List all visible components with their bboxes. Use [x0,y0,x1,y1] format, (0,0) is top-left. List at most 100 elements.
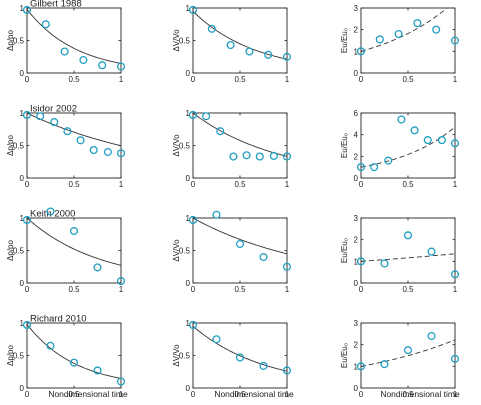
ytick-label-r1c1-1: 0.5 [179,142,191,151]
point-r1c0-6 [103,147,112,157]
ylabel-r2c2: Eu/Eu₀ [340,238,349,263]
point-r0c0-0 [22,5,32,14]
xtick-label-r0c2-1: 0.5 [402,75,414,84]
xtick-label-r0c2-0: 0 [359,75,364,84]
ylabel-r1c2: Eu/Eu₀ [340,133,349,158]
point-r1c0-7 [116,149,126,158]
xtick-label-r3c0-1: 0.5 [68,390,80,399]
point-r0c2-1 [375,35,384,44]
point-r3c0-4 [116,377,126,386]
ytick-label-r2c1-1: 0.5 [179,247,191,256]
ytick-label-r0c1-2: 1 [186,4,191,13]
ylabel-r2c1: ΔV/Vo [172,239,181,262]
xlabel-col1: Nondimensional time [214,389,294,399]
fit-curve-r0c2 [361,8,448,52]
xtick-label-r2c2-2: 1 [453,285,458,294]
xtick-label-r1c0-0: 0 [25,180,30,189]
ytick-label-r2c1-0: 0 [186,279,191,288]
xtick-label-r2c2-1: 0.5 [402,285,414,294]
xtick-label-r2c1-0: 0 [191,285,196,294]
ytick-label-r3c1-0: 0 [186,384,191,393]
xtick-label-r0c0-0: 0 [25,75,30,84]
ytick-label-r0c0-1: 0.5 [13,37,25,46]
ytick-label-r0c0-0: 0 [20,69,25,78]
point-r2c0-2 [69,226,79,236]
point-r3c1-0 [188,320,198,330]
point-r1c0-2 [50,118,59,127]
fit-curve-r2c1 [193,218,287,255]
xtick-label-r0c0-1: 0.5 [68,75,80,84]
xtick-label-r1c2-2: 1 [453,180,458,189]
point-r1c1-1 [202,112,211,121]
xtick-label-r1c0-1: 0.5 [68,180,80,189]
point-r1c2-2 [384,156,393,165]
ytick-label-r3c2-3: 3 [354,319,359,328]
point-r0c1-2 [226,40,235,50]
fit-curve-r0c0 [27,9,121,64]
panel-title-r3c0: Richard 2010 [30,314,87,325]
point-r1c0-5 [89,146,98,155]
point-r1c1-3 [229,152,238,161]
point-r3c2-2 [403,346,413,355]
ytick-label-r1c2-3: 6 [354,109,359,118]
point-r2c1-3 [259,252,268,262]
point-r1c0-0 [22,110,32,119]
ytick-label-r3c1-2: 1 [186,319,191,328]
point-r1c2-3 [397,115,406,124]
axes-box-r3c0 [26,322,122,389]
ytick-label-r3c2-0: 0 [354,384,359,393]
point-r1c1-6 [269,151,278,160]
point-r2c0-0 [22,215,32,225]
ytick-label-r3c0-1: 0.5 [13,352,25,361]
ylabel-r2c0: Δp/po [6,239,15,260]
point-r2c0-4 [116,276,126,286]
point-r2c1-0 [188,215,198,225]
ylabel-r0c1: ΔV/Vo [172,29,181,52]
fit-curve-r3c1 [193,325,287,372]
point-r2c1-1 [212,210,221,219]
ytick-label-r3c0-0: 0 [20,384,25,393]
point-r3c0-2 [69,358,79,367]
xtick-label-r0c1-2: 1 [285,75,290,84]
ytick-label-r2c2-1: 1 [354,257,359,266]
ytick-label-r0c2-1: 1 [354,47,359,56]
xtick-label-r2c2-0: 0 [359,285,364,294]
point-r2c2-3 [427,247,436,256]
xtick-label-r0c0-2: 1 [119,75,124,84]
ytick-label-r1c2-0: 0 [354,174,359,183]
point-r1c2-0 [356,163,366,172]
xtick-label-r3c2-2: 1 [453,390,458,399]
point-r0c2-5 [450,36,460,45]
ytick-label-r3c0-2: 1 [20,319,25,328]
xtick-label-r3c1-0: 0 [191,390,196,399]
xtick-label-r3c1-2: 1 [285,390,290,399]
point-r3c1-1 [212,335,221,344]
xtick-label-r1c1-1: 0.5 [234,180,246,189]
ytick-label-r2c0-0: 0 [20,279,25,288]
point-r1c2-7 [450,139,460,148]
axes-box-r0c0 [26,7,122,74]
xtick-label-r2c0-1: 0.5 [68,285,80,294]
xtick-label-r3c2-1: 0.5 [402,390,414,399]
ytick-label-r1c1-2: 1 [186,109,191,118]
point-r3c2-0 [356,362,366,371]
ytick-label-r0c1-0: 0 [186,69,191,78]
point-r0c2-4 [432,25,441,34]
fit-curve-r2c2 [361,253,455,262]
ytick-label-r3c2-1: 1 [354,362,359,371]
ylabel-r1c0: Δp/po [6,134,15,155]
ytick-label-r1c0-2: 1 [20,109,25,118]
xtick-label-r1c2-0: 0 [359,180,364,189]
point-r2c2-1 [380,259,389,268]
